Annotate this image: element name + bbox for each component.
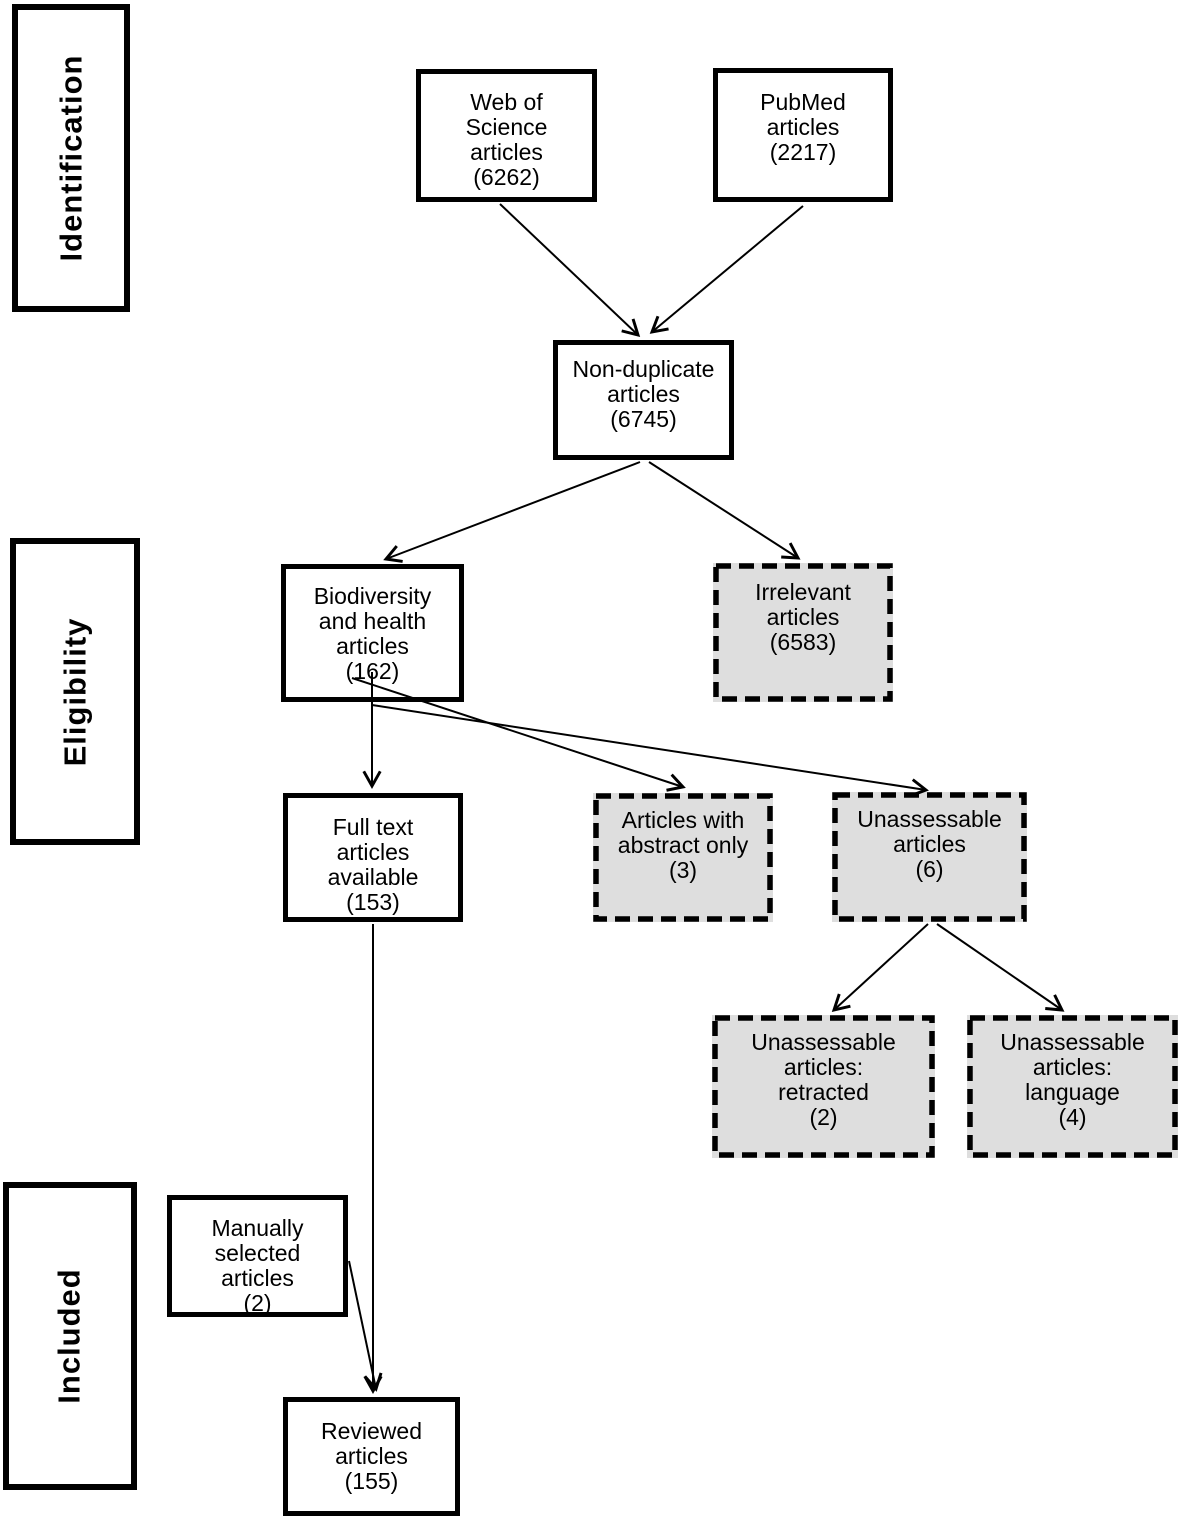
node-unassessable-language: Unassessable articles: language (4) [967,1015,1178,1158]
stage-box-included: Included [3,1182,137,1490]
node-full-text-label: Full text articles available (153) [327,814,419,915]
dashed-border [832,792,1027,922]
arrow-web-of-science-to-non-duplicate [499,203,641,338]
node-pubmed-label: PubMed articles (2217) [760,89,846,165]
arrow-biodiversity-to-unassessable [371,704,929,798]
dashed-border [967,1015,1178,1158]
node-manually-selected-label: Manually selected articles (2) [211,1215,304,1316]
node-abstract-only-label: Articles with abstract only (3) [617,807,749,883]
node-abstract-only: Articles with abstract only (3) [593,793,773,922]
node-unassessable: Unassessable articles (6) [832,792,1027,922]
node-web-of-science: Web of Science articles (6262) [416,69,597,202]
arrow-manually-selected-to-reviewed [348,1260,383,1392]
node-full-text: Full text articles available (153) [283,793,463,922]
stage-label-identification: Identification [53,54,89,262]
node-biodiversity-health: Biodiversity and health articles (162) [281,564,464,702]
node-reviewed: Reviewed articles (155) [283,1397,460,1516]
node-unassessable-language-label: Unassessable articles: language (4) [1000,1029,1145,1130]
dashed-border [713,563,893,702]
stage-box-identification: Identification [12,4,130,312]
node-unassessable-retracted: Unassessable articles: retracted (2) [712,1015,935,1158]
node-web-of-science-label: Web of Science articles (6262) [465,89,548,190]
node-pubmed: PubMed articles (2217) [713,68,893,202]
node-unassessable-label: Unassessable articles (6) [857,806,1002,882]
node-reviewed-label: Reviewed articles (155) [321,1418,422,1494]
node-non-duplicate: Non-duplicate articles (6745) [553,340,734,460]
node-non-duplicate-label: Non-duplicate articles (6745) [572,356,715,432]
node-irrelevant: Irrelevant articles (6583) [713,563,893,702]
stage-label-included: Included [52,1268,88,1404]
node-irrelevant-label: Irrelevant articles (6583) [755,579,851,655]
node-biodiversity-health-label: Biodiversity and health articles (162) [313,583,432,684]
arrow-non-duplicate-to-biodiversity [383,461,641,563]
arrow-pubmed-to-non-duplicate [649,205,804,334]
node-manually-selected: Manually selected articles (2) [167,1195,348,1317]
dashed-border [712,1015,935,1158]
arrow-unassessable-to-language [936,923,1065,1012]
stage-label-eligibility: Eligibility [57,617,93,766]
arrow-unassessable-to-retracted [831,923,929,1013]
dashed-border [593,793,773,922]
arrow-non-duplicate-to-irrelevant [648,461,801,560]
node-unassessable-retracted-label: Unassessable articles: retracted (2) [751,1029,896,1130]
stage-box-eligibility: Eligibility [10,538,140,845]
